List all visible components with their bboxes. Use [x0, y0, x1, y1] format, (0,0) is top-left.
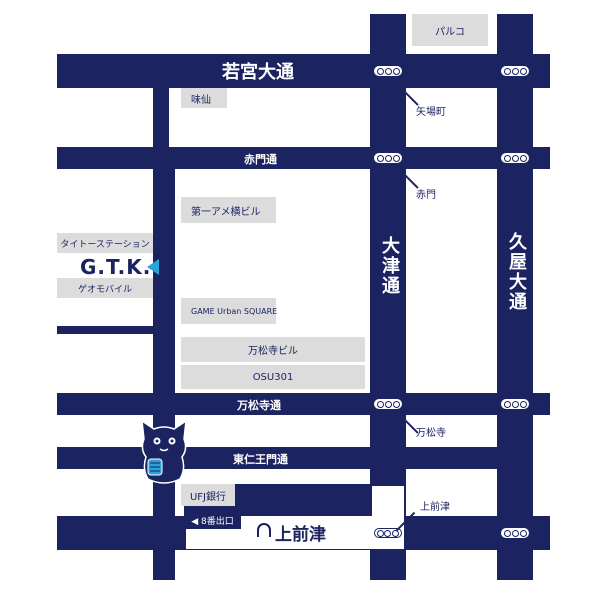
- road-hisaya: [497, 14, 533, 580]
- station-symbol-otsu-yabacho: [374, 66, 402, 76]
- road-label-wakamiya: 若宮大通: [222, 62, 294, 83]
- station-symbol-otsu-manshoji: [374, 399, 402, 409]
- road-label-akamon: 赤門通: [244, 153, 277, 166]
- road-manshoji: [57, 393, 550, 415]
- building-daiichi-ameyoko: 第一アメ横ビル: [181, 197, 276, 223]
- station-symbol-hisaya-4: [501, 528, 529, 538]
- station-symbol-hisaya-3: [501, 399, 529, 409]
- building-game-urban-square: GAME Urban SQUARE: [181, 298, 277, 324]
- station-label-yabacho: 矢場町: [416, 107, 446, 118]
- building-geo-mobile: ゲオモバイル: [57, 278, 153, 298]
- station-label-kamimaezu: 上前津: [420, 502, 450, 513]
- station-symbol-otsu-kamimaezu: [374, 528, 402, 538]
- road-label-otsu: 大津通: [379, 236, 400, 296]
- station-label-akamon: 赤門: [416, 190, 436, 201]
- station-symbol-otsu-akamon: [374, 153, 402, 163]
- road-left-vertical-top: [153, 88, 169, 147]
- subway-logo-icon: [257, 523, 271, 537]
- building-parco: パルコ: [412, 14, 488, 46]
- station-label-manshoji: 万松寺: [416, 428, 446, 439]
- gtk-pointer-icon: [147, 259, 159, 275]
- gtk-logo: G.T.K.: [80, 255, 152, 279]
- road-label-higashi-niomon: 東仁王門通: [233, 453, 288, 466]
- station-symbol-hisaya-2: [501, 153, 529, 163]
- cat-mascot-icon: [141, 419, 187, 484]
- station-symbol-hisaya-1: [501, 66, 529, 76]
- building-misen: 味仙: [181, 88, 227, 108]
- building-taito-station: タイトーステーション: [57, 233, 153, 253]
- road-label-manshoji: 万松寺通: [237, 399, 281, 412]
- road-stub-left: [57, 326, 161, 334]
- building-ufj: UFJ銀行: [181, 484, 235, 506]
- building-manshoji: 万松寺ビル: [181, 337, 365, 362]
- station-box-kamimaezu-top: [372, 486, 404, 549]
- building-osu301: OSU301: [181, 365, 365, 389]
- station-name-kamimaezu: 上前津: [275, 525, 326, 545]
- road-akamon: [57, 147, 550, 169]
- exit-8-label: ◀ 8番出口: [184, 515, 241, 529]
- road-label-hisaya: 久屋大通: [506, 232, 527, 312]
- road-wakamiya: [57, 54, 550, 88]
- road-left-vertical: [153, 169, 175, 580]
